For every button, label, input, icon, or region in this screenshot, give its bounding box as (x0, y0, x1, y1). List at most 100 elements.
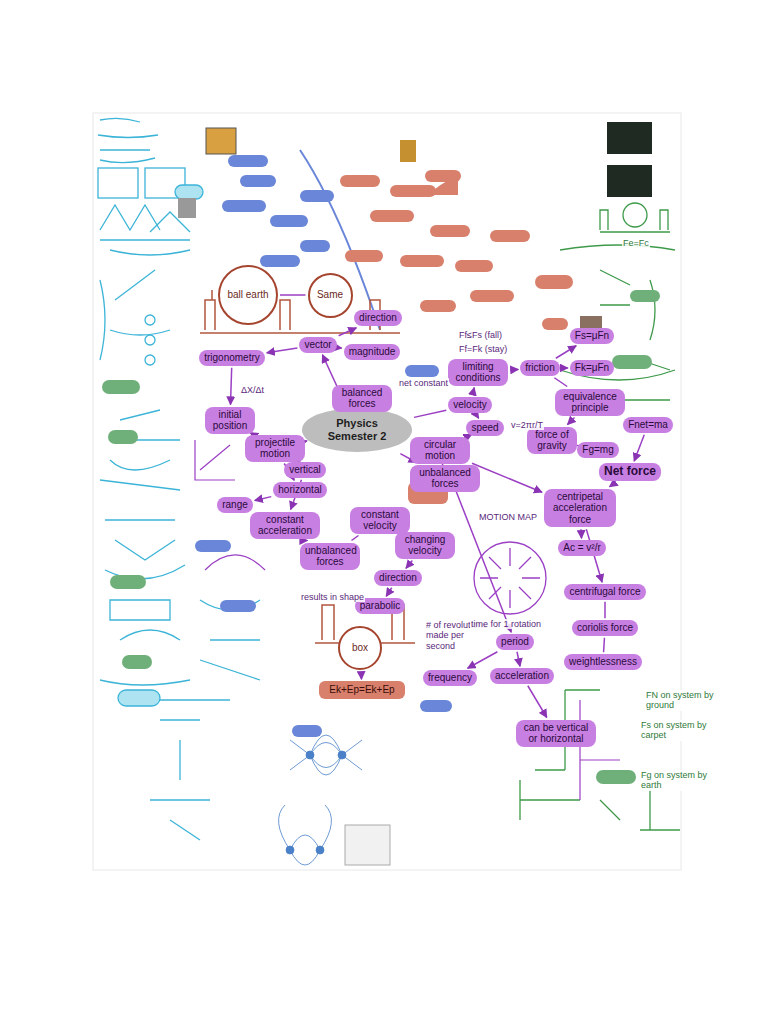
connector-line (414, 410, 446, 417)
connector-line (517, 652, 520, 667)
concept-blob: velocity (448, 397, 491, 413)
connector-line (468, 652, 498, 669)
circle-node: Same (308, 273, 353, 318)
concept-blob: force of gravity (527, 427, 577, 454)
central-ellipse: Physics Semester 2 (302, 408, 412, 451)
circle-node: ball earth (218, 265, 278, 325)
annotation-label: time for 1 rotation (470, 619, 542, 629)
concept-blob: friction (520, 360, 559, 376)
connector-line (230, 368, 231, 405)
connector-line (580, 529, 582, 538)
node-text: Fg=mg (582, 444, 613, 456)
connector-line (476, 415, 478, 419)
node-text: direction (379, 572, 417, 584)
concept-blob: coriolis force (572, 620, 638, 636)
node-text: vector (304, 339, 331, 351)
annotation-label: ΔX/Δt (240, 385, 265, 395)
concept-blob: weightlessness (564, 654, 642, 670)
connector-line (528, 686, 547, 718)
concept-blob: Fk=μFn (570, 360, 614, 376)
concept-blob: unbalanced forces (410, 465, 480, 492)
node-text: Ek+Ep=Ek+Ep (329, 684, 394, 696)
node-text: parabolic (360, 600, 401, 612)
connector-line (562, 367, 568, 369)
annotation-label: FN on system by ground (645, 690, 727, 711)
connector-line (472, 463, 542, 492)
concept-blob: projectile motion (245, 435, 305, 462)
node-text: horizontal (278, 484, 321, 496)
concept-blob: Fs=μFn (570, 328, 614, 344)
annotation-label: net constant (398, 378, 449, 388)
connector-line (360, 672, 362, 679)
node-text: acceleration (495, 670, 549, 682)
concept-blob: constant velocity (350, 507, 410, 534)
concept-blob: direction (374, 570, 422, 586)
node-text: ball earth (227, 289, 268, 301)
node-text: balanced forces (337, 387, 387, 410)
node-text: Net force (604, 465, 656, 479)
annotation-label: Fe=Fc (622, 238, 650, 248)
concept-blob: centrifugal force (564, 584, 645, 600)
node-text: Ac = v²/r (563, 542, 601, 554)
node-text: magnitude (349, 346, 396, 358)
node-text: speed (471, 422, 498, 434)
connector-line (604, 602, 606, 619)
node-text: unbalanced forces (305, 545, 355, 568)
concept-blob: horizontal (273, 482, 326, 498)
node-text: circular motion (415, 439, 465, 462)
node-text: initial position (210, 409, 250, 432)
node-text: Fnet=ma (628, 419, 668, 431)
node-text: trigonometry (204, 352, 260, 364)
annotation-label: results in shape (300, 592, 365, 602)
node-text: period (501, 636, 529, 648)
connector-line (634, 435, 644, 461)
connector-line (554, 378, 567, 387)
node-text: range (222, 499, 248, 511)
node-text: direction (359, 312, 397, 324)
node-text: force of gravity (532, 429, 572, 452)
connector-line (352, 536, 359, 541)
node-text: Physics Semester 2 (316, 417, 398, 442)
concept-blob: Ac = v²/r (558, 540, 606, 556)
concept-blob: limiting conditions (448, 359, 508, 386)
concept-blob: period (496, 634, 534, 650)
connector-line (472, 388, 474, 396)
connector-line (280, 294, 306, 296)
concept-blob: Net force (599, 463, 661, 481)
concept-blob: centripetal acceleration force (544, 489, 616, 528)
node-text: changing velocity (400, 534, 450, 557)
annotation-label: Ff≤Fs (fall) (458, 330, 503, 340)
concept-blob: speed (466, 420, 503, 436)
connector-line (339, 347, 342, 349)
node-text: coriolis force (577, 622, 633, 634)
connector-line (586, 529, 602, 582)
annotation-label: Fs on system by carpet (640, 720, 722, 741)
concept-blob: magnitude (344, 344, 401, 360)
circle-node: box (338, 626, 382, 670)
concept-blob: trigonometry (199, 350, 265, 366)
concept-blob: Fnet=ma (623, 417, 673, 433)
concept-blob: balanced forces (332, 385, 392, 412)
node-text: centrifugal force (569, 586, 640, 598)
connector-line (267, 348, 298, 353)
connector-line (556, 346, 576, 359)
annotation-label: Fg on system by earth (640, 770, 722, 791)
annotation-label: v=2πr/T (510, 420, 544, 430)
node-text: Same (317, 289, 343, 301)
concept-blob: direction (354, 310, 402, 326)
concept-blob: acceleration (490, 668, 554, 684)
connector-line (510, 369, 518, 371)
node-text: weightlessness (569, 656, 637, 668)
node-text: can be vertical or horizontal (521, 722, 591, 745)
node-text: vertical (289, 464, 321, 476)
node-text: frequency (428, 672, 472, 684)
connector-line (386, 588, 391, 597)
node-text: constant acceleration (255, 514, 315, 537)
concept-blob: Fg=mg (577, 442, 618, 458)
node-text: friction (525, 362, 554, 374)
node-text: velocity (453, 399, 486, 411)
connector-line (255, 497, 272, 501)
concept-blob: constant acceleration (250, 512, 320, 539)
node-text: box (352, 642, 368, 654)
